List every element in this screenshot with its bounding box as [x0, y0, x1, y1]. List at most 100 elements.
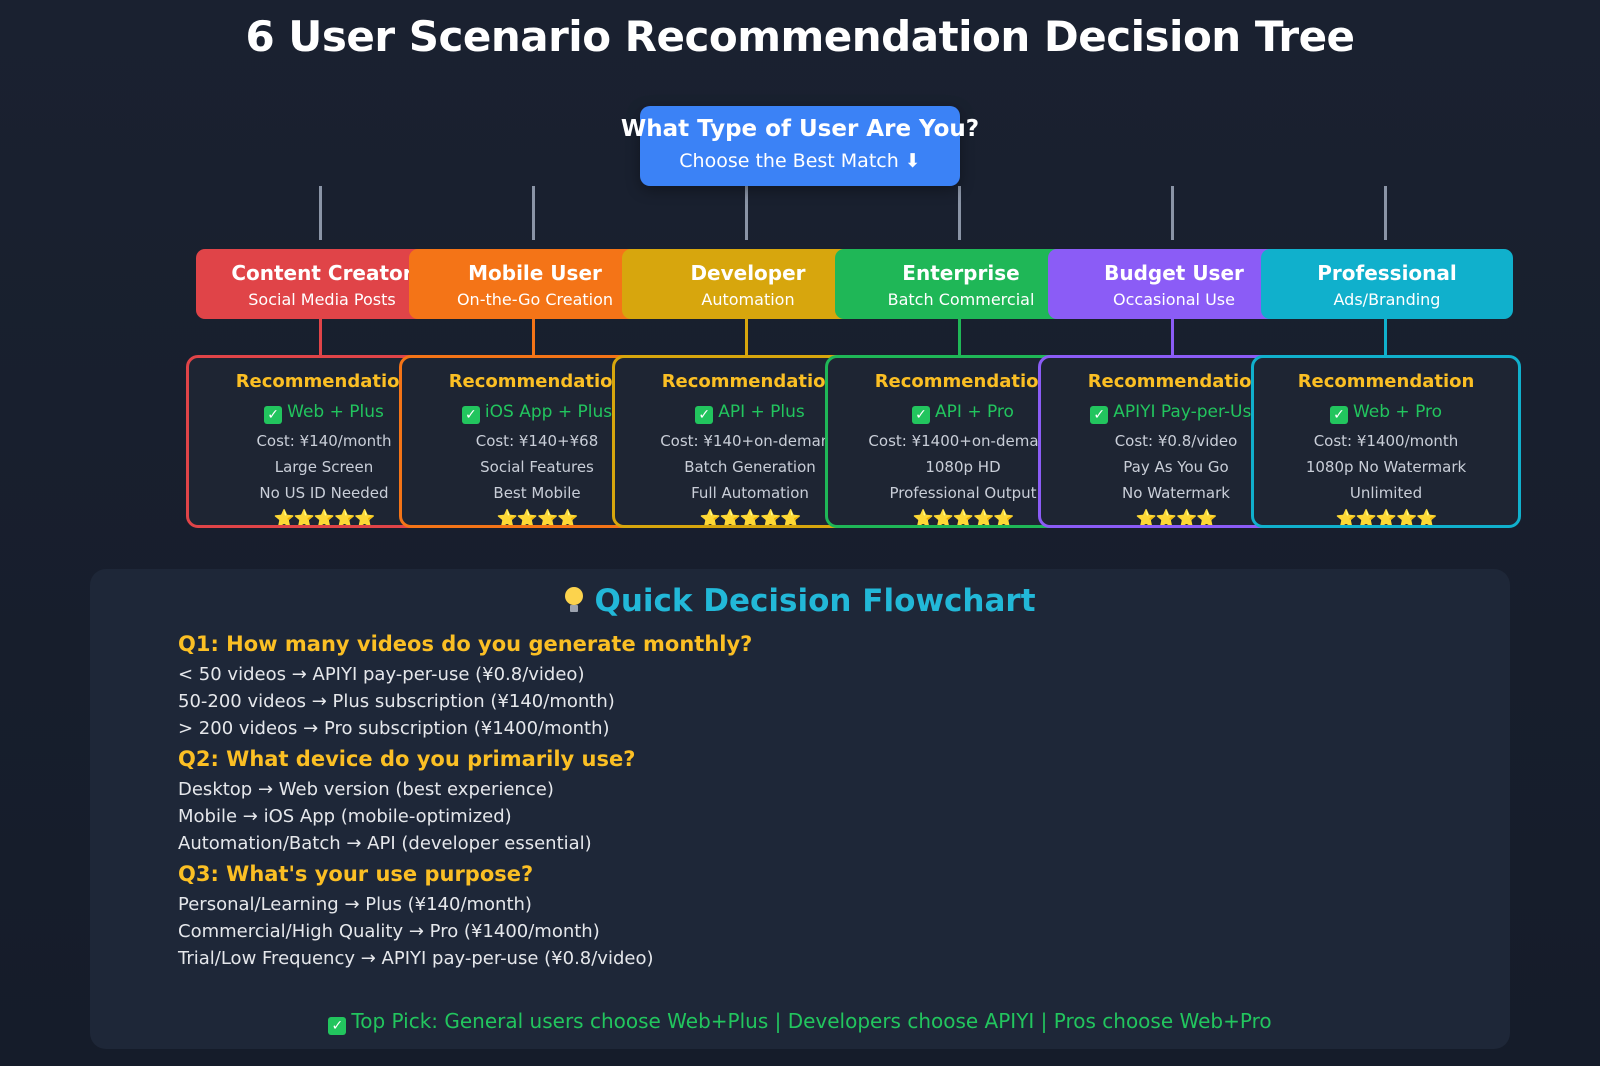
flowchart-question: Q2: What device do you primarily use?	[178, 747, 636, 771]
lightbulb-icon	[564, 587, 584, 613]
connector-mobile-user	[532, 186, 535, 240]
recommended-option: ✓iOS App + Plus	[402, 396, 666, 428]
star-rating: ⭐⭐⭐⭐⭐	[1335, 509, 1438, 528]
flowchart-answer: Automation/Batch → API (developer essent…	[178, 833, 592, 854]
checkmark-icon: ✓	[1090, 406, 1109, 424]
flowchart-answer: < 50 videos → APIYI pay-per-use (¥0.8/vi…	[178, 664, 585, 685]
top-pick-footer: ✓Top Pick: General users choose Web+Plus…	[90, 1009, 1510, 1035]
category-title: Content Creator	[231, 261, 413, 285]
checkmark-icon: ✓	[328, 1017, 347, 1035]
flowchart-answer: Desktop → Web version (best experience)	[178, 779, 554, 800]
recommended-option-text: API + Pro	[935, 402, 1014, 422]
flowchart-answer: Trial/Low Frequency → APIYI pay-per-use …	[178, 948, 654, 969]
flowchart-answer: 50-200 videos → Plus subscription (¥140/…	[178, 691, 615, 712]
feature-line: Professional Output	[889, 484, 1037, 502]
recommended-option: ✓APIYI Pay-per-Use	[1041, 396, 1305, 428]
flowchart-panel: Quick Decision Flowchart Q1: How many vi…	[90, 569, 1510, 1049]
flowchart-answer: > 200 videos → Pro subscription (¥1400/m…	[178, 718, 610, 739]
recommendation-title: Recommendation	[1297, 371, 1475, 392]
cost-line: Cost: ¥1400/month	[1313, 432, 1459, 450]
root-subtitle: Choose the Best Match ⬇	[679, 150, 921, 172]
cost-line: Cost: ¥140+¥68	[475, 432, 599, 450]
flowchart-question: Q3: What's your use purpose?	[178, 862, 534, 886]
recommended-option-text: Web + Pro	[1352, 402, 1443, 422]
recommended-option: ✓Web + Plus	[189, 396, 453, 428]
branch-line-developer	[745, 319, 748, 355]
category-title: Budget User	[1104, 261, 1244, 285]
feature-line: Large Screen	[274, 458, 374, 476]
recommended-option-text: Web + Plus	[287, 402, 384, 422]
category-title: Professional	[1317, 261, 1457, 285]
recommendation-title: Recommendation	[661, 371, 839, 392]
flowchart-answer: Commercial/High Quality → Pro (¥1400/mon…	[178, 921, 600, 942]
branch-line-professional	[1384, 319, 1387, 355]
category-subtitle: On-the-Go Creation	[456, 290, 614, 309]
category-subtitle: Ads/Branding	[1333, 290, 1441, 309]
star-rating: ⭐⭐⭐⭐⭐	[912, 509, 1015, 528]
recommended-option-text: API + Plus	[718, 402, 805, 422]
recommendation-title: Recommendation	[448, 371, 626, 392]
recommended-option: ✓Web + Pro	[1254, 396, 1518, 428]
top-pick-text: Top Pick: General users choose Web+Plus …	[351, 1009, 1272, 1033]
feature-line: 1080p HD	[925, 458, 1001, 476]
feature-line: Social Features	[480, 458, 594, 476]
flowchart-title: Quick Decision Flowchart	[90, 583, 1510, 619]
recommendation-title: Recommendation	[235, 371, 413, 392]
star-rating: ⭐⭐⭐⭐⭐	[273, 509, 376, 528]
feature-line: Batch Generation	[684, 458, 816, 476]
cost-line: Cost: ¥140+on-demand	[660, 432, 840, 450]
root-question: What Type of User Are You?	[620, 116, 980, 142]
recommendation-title: Recommendation	[874, 371, 1052, 392]
flowchart-question: Q1: How many videos do you generate mont…	[178, 632, 753, 656]
feature-line: Best Mobile	[493, 484, 581, 502]
feature-line: Full Automation	[691, 484, 809, 502]
branch-line-content-creator	[319, 319, 322, 355]
branch-line-budget-user	[1171, 319, 1174, 355]
checkmark-icon: ✓	[695, 406, 714, 424]
feature-line: Pay As You Go	[1123, 458, 1229, 476]
connector-developer	[745, 186, 748, 240]
star-rating: ⭐⭐⭐⭐	[1135, 509, 1218, 528]
star-rating: ⭐⭐⭐⭐	[496, 509, 579, 528]
recommended-option: ✓API + Plus	[615, 396, 879, 428]
checkmark-icon: ✓	[1329, 406, 1348, 424]
branch-line-mobile-user	[532, 319, 535, 355]
recommended-option-text: APIYI Pay-per-Use	[1113, 402, 1262, 422]
recommended-option: ✓API + Pro	[828, 396, 1092, 428]
connector-professional	[1384, 186, 1387, 240]
feature-line: No US ID Needed	[259, 484, 389, 502]
branch-line-enterprise	[958, 319, 961, 355]
feature-line: 1080p No Watermark	[1305, 458, 1467, 476]
cost-line: Cost: ¥1400+on-demand	[868, 432, 1058, 450]
flowchart-title-text: Quick Decision Flowchart	[594, 583, 1036, 619]
feature-line: Unlimited	[1349, 484, 1423, 502]
category-title: Developer	[690, 261, 806, 285]
flowchart-answer: Mobile → iOS App (mobile-optimized)	[178, 806, 512, 827]
category-subtitle: Social Media Posts	[248, 290, 396, 309]
flowchart-answer: Personal/Learning → Plus (¥140/month)	[178, 894, 532, 915]
connector-budget-user	[1171, 186, 1174, 240]
category-subtitle: Automation	[701, 290, 795, 309]
checkmark-icon: ✓	[461, 406, 480, 424]
category-title: Enterprise	[902, 261, 1020, 285]
star-rating: ⭐⭐⭐⭐⭐	[699, 509, 802, 528]
checkmark-icon: ✓	[264, 406, 283, 424]
cost-line: Cost: ¥0.8/video	[1114, 432, 1238, 450]
page-title: 6 User Scenario Recommendation Decision …	[245, 12, 1355, 61]
checkmark-icon: ✓	[912, 406, 931, 424]
feature-line: No Watermark	[1122, 484, 1230, 502]
category-subtitle: Occasional Use	[1113, 290, 1235, 309]
category-subtitle: Batch Commercial	[887, 290, 1035, 309]
recommended-option-text: iOS App + Plus	[484, 402, 613, 422]
connector-content-creator	[319, 186, 322, 240]
recommendation-title: Recommendation	[1087, 371, 1265, 392]
root-question-node: What Type of User Are You? Choose the Be…	[621, 106, 979, 186]
flowchart-questions: Q1: How many videos do you generate mont…	[178, 627, 1078, 972]
